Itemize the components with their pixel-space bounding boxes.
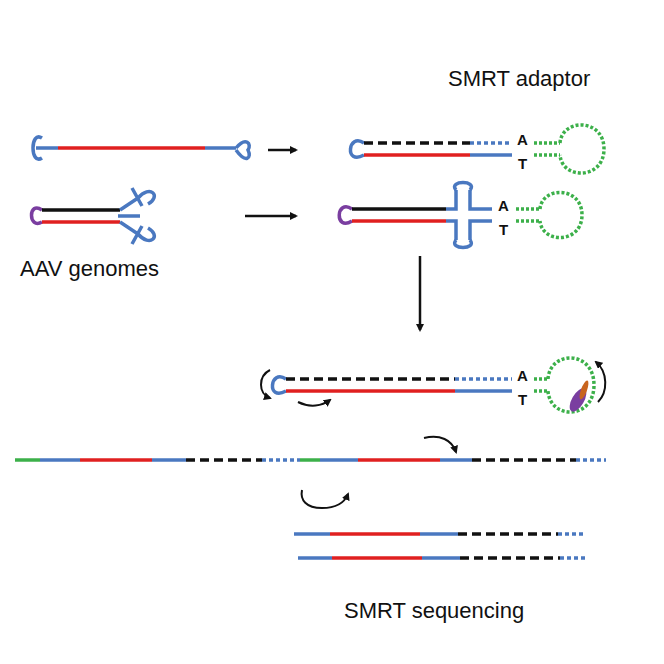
base-letter: A bbox=[498, 198, 509, 213]
figure-label: SMRT sequencing bbox=[344, 600, 524, 622]
base-letter: A bbox=[517, 132, 528, 147]
base-letter: T bbox=[499, 222, 508, 237]
base-letter: T bbox=[518, 156, 527, 171]
figure-label: AAV genomes bbox=[20, 258, 159, 280]
figure-label: SMRT adaptor bbox=[448, 68, 590, 90]
base-letter: A bbox=[517, 368, 528, 383]
base-letter: T bbox=[518, 392, 527, 407]
